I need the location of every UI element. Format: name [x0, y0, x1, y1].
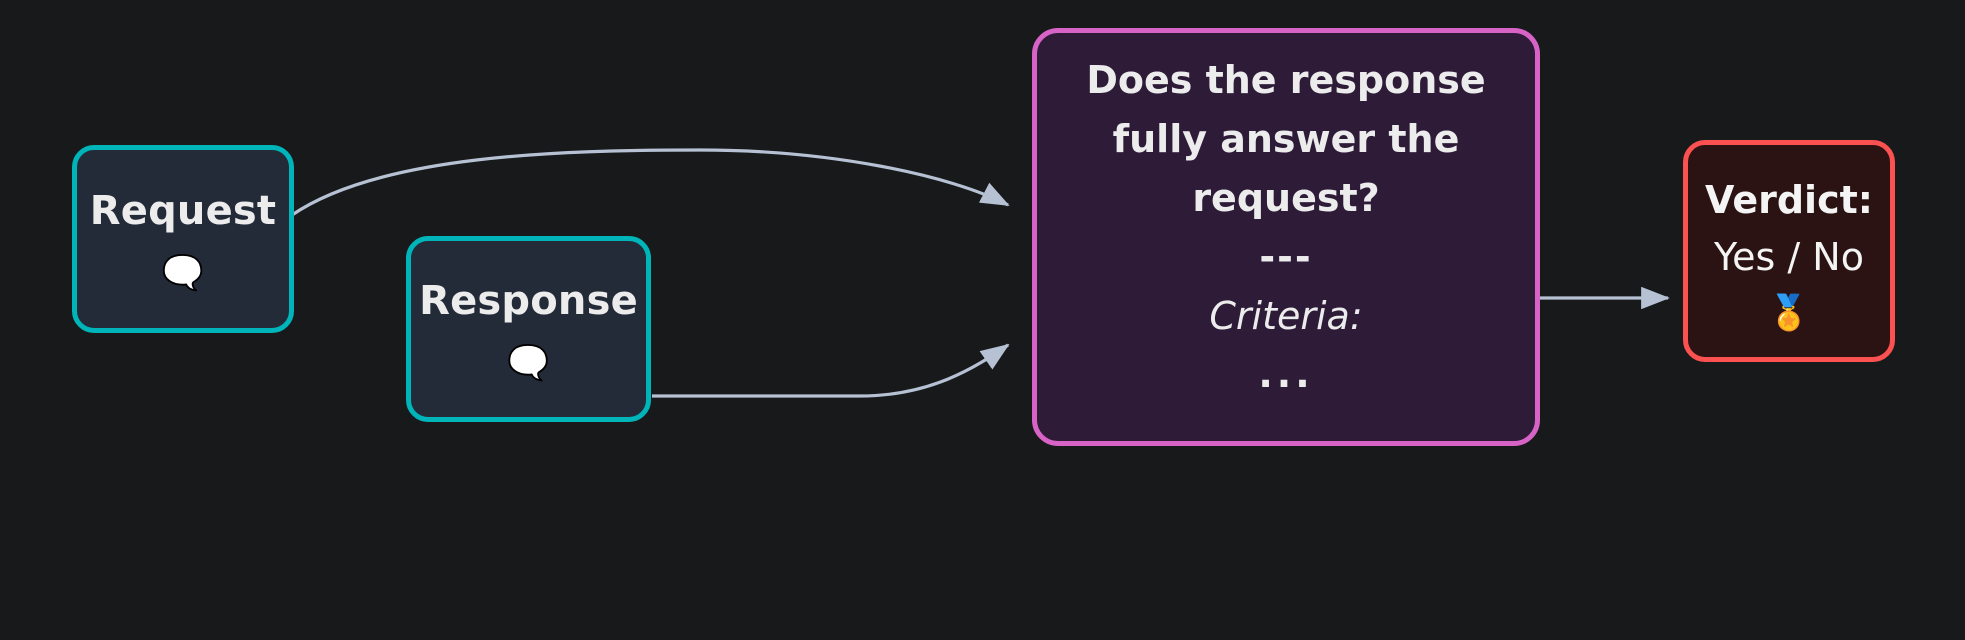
prompt-criteria-ellipsis: ... [1258, 352, 1314, 397]
node-verdict[interactable]: Verdict: Yes / No 🏅 [1683, 140, 1895, 362]
speech-balloon-icon: 🗨️ [507, 343, 550, 383]
prompt-line-2: fully answer the [1112, 116, 1460, 161]
node-request-title: Request [89, 188, 277, 234]
edge-request-to-prompt [291, 148, 1010, 217]
node-judge-prompt[interactable]: Does the response fully answer the reque… [1032, 28, 1540, 446]
speech-balloon-icon: 🗨️ [161, 253, 205, 293]
prompt-line-1: Does the response [1086, 58, 1486, 102]
prompt-separator: --- [1259, 234, 1313, 279]
verdict-title: Verdict: [1705, 178, 1873, 222]
node-response[interactable]: Response 🗨️ [406, 236, 651, 422]
prompt-line-3: request? [1192, 175, 1380, 220]
node-request[interactable]: Request 🗨️ [72, 145, 294, 333]
verdict-value: Yes / No [1714, 235, 1864, 279]
prompt-criteria-label: Criteria: [1209, 293, 1363, 338]
node-response-title: Response [419, 278, 638, 324]
sports-medal-icon: 🏅 [1767, 293, 1811, 333]
edge-response-to-prompt [651, 343, 1010, 398]
